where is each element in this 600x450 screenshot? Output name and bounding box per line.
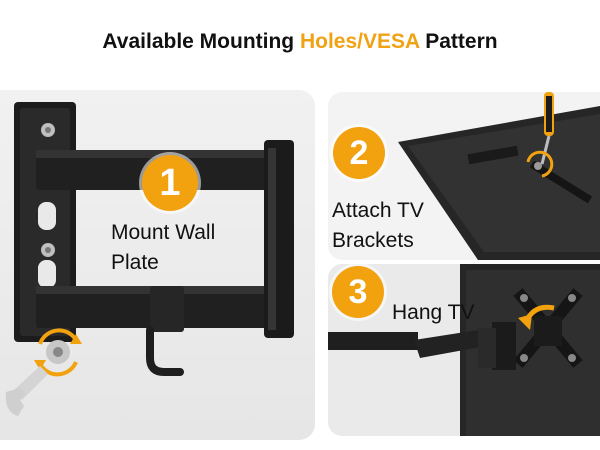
step-3-panel (328, 264, 600, 436)
step-2-panel (328, 92, 600, 260)
title-text-end: Pattern (419, 30, 498, 53)
title-text-start: Available Mounting (102, 30, 300, 53)
step-3-label: Hang TV (392, 298, 502, 328)
step-3-label-line-1: Hang TV (392, 301, 475, 324)
title-highlight: Holes/VESA (299, 30, 420, 53)
step-number-badge-2: 2 (333, 127, 385, 179)
hang-tv-illustration (328, 264, 600, 436)
step-2-label: Attach TV Brackets (332, 196, 462, 256)
step-1-label: Mount Wall Plate (111, 218, 271, 278)
step-number-badge-3: 3 (332, 266, 384, 318)
step-number-badge-1: 1 (142, 155, 198, 211)
step-1-panel (0, 90, 315, 440)
step-1-label-line-2: Plate (111, 251, 159, 274)
tv-back-screwdriver-illustration (398, 92, 600, 260)
step-2-label-line-1: Attach TV (332, 199, 424, 222)
step-1-label-line-1: Mount Wall (111, 221, 216, 244)
page-title: Available Mounting Holes/VESA Pattern (0, 30, 600, 64)
step-2-label-line-2: Brackets (332, 229, 414, 252)
